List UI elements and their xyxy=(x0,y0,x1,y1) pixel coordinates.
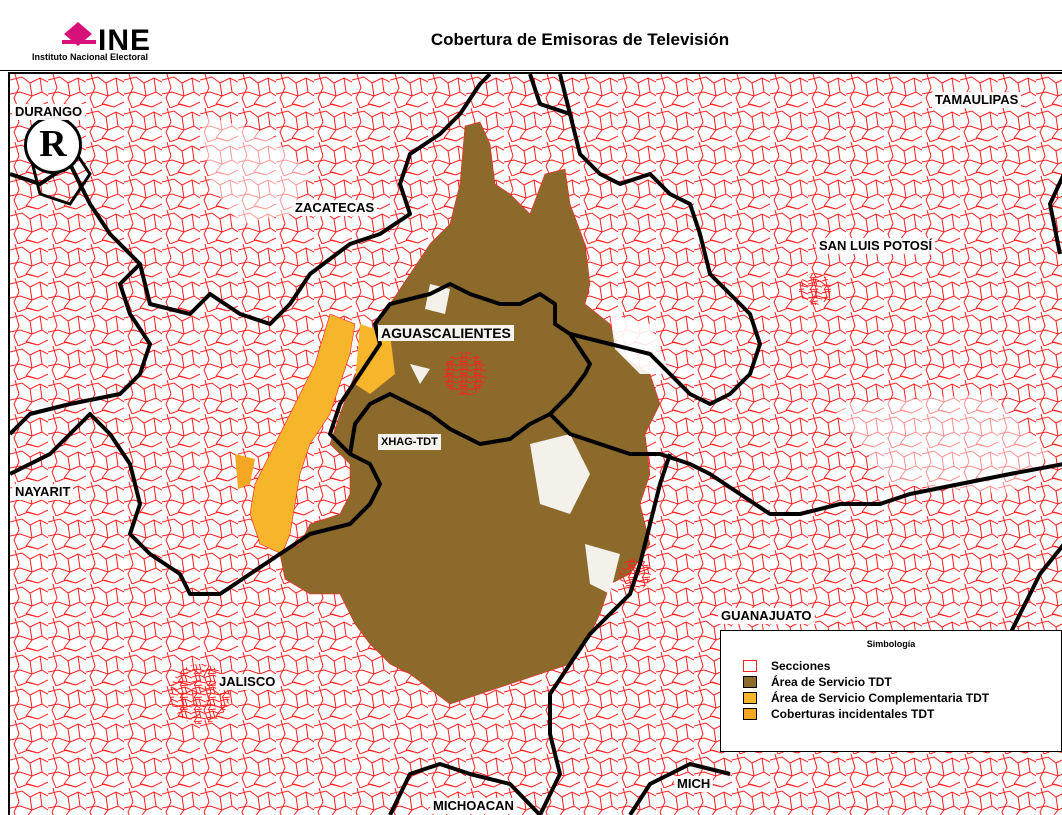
map-area[interactable]: R DURANGO TAMAULIPAS ZACATECAS SAN LUIS … xyxy=(8,72,1062,815)
label-jalisco: JALISCO xyxy=(216,674,279,690)
ine-logo: INE Instituto Nacional Electoral xyxy=(32,14,182,62)
label-zacatecas: ZACATECAS xyxy=(292,200,378,216)
legend-swatch-area-complementaria xyxy=(743,692,757,704)
legend: Simbología Secciones Área de Servicio TD… xyxy=(720,630,1062,752)
state-borders xyxy=(10,74,1062,815)
map-canvas[interactable] xyxy=(10,74,1062,815)
diamond-logo-icon xyxy=(62,22,96,46)
legend-label: Coberturas incidentales TDT xyxy=(771,707,935,721)
label-nayarit: NAYARIT xyxy=(12,484,74,500)
legend-label: Secciones xyxy=(771,659,831,673)
label-station-xhag-tdt: XHAG-TDT xyxy=(378,434,441,450)
north-arrow-icon: R xyxy=(24,116,82,174)
legend-item-area-complementaria: Área de Servicio Complementaria TDT xyxy=(743,691,989,705)
page-title: Cobertura de Emisoras de Televisión xyxy=(430,30,730,49)
legend-item-coberturas-incidentales: Coberturas incidentales TDT xyxy=(743,707,934,721)
label-aguascalientes: AGUASCALIENTES xyxy=(378,325,514,341)
label-san-luis-potosi: SAN LUIS POTOSÍ xyxy=(816,238,936,254)
legend-swatch-area-servicio xyxy=(743,676,757,688)
legend-item-area-servicio: Área de Servicio TDT xyxy=(743,675,892,689)
logo-subtitle: Instituto Nacional Electoral xyxy=(32,52,149,62)
legend-label: Área de Servicio Complementaria TDT xyxy=(771,691,990,705)
legend-title: Simbología xyxy=(866,639,916,649)
legend-item-secciones: Secciones xyxy=(743,659,830,673)
complementary-area-tdt xyxy=(249,313,356,555)
legend-swatch-secciones xyxy=(743,660,757,672)
legend-swatch-coberturas-incidentales xyxy=(743,708,757,720)
label-michoacan-partial: MICH xyxy=(674,776,714,792)
legend-label: Área de Servicio TDT xyxy=(771,675,892,689)
header: INE Instituto Nacional Electoral Cobertu… xyxy=(0,0,1062,71)
label-michoacan: MICHOACAN xyxy=(430,798,517,814)
label-durango: DURANGO xyxy=(12,104,86,120)
logo-text: INE xyxy=(98,24,152,57)
service-area-tdt xyxy=(279,121,661,705)
label-guanajuato: GUANAJUATO xyxy=(718,608,815,624)
label-tamaulipas: TAMAULIPAS xyxy=(932,92,1022,108)
